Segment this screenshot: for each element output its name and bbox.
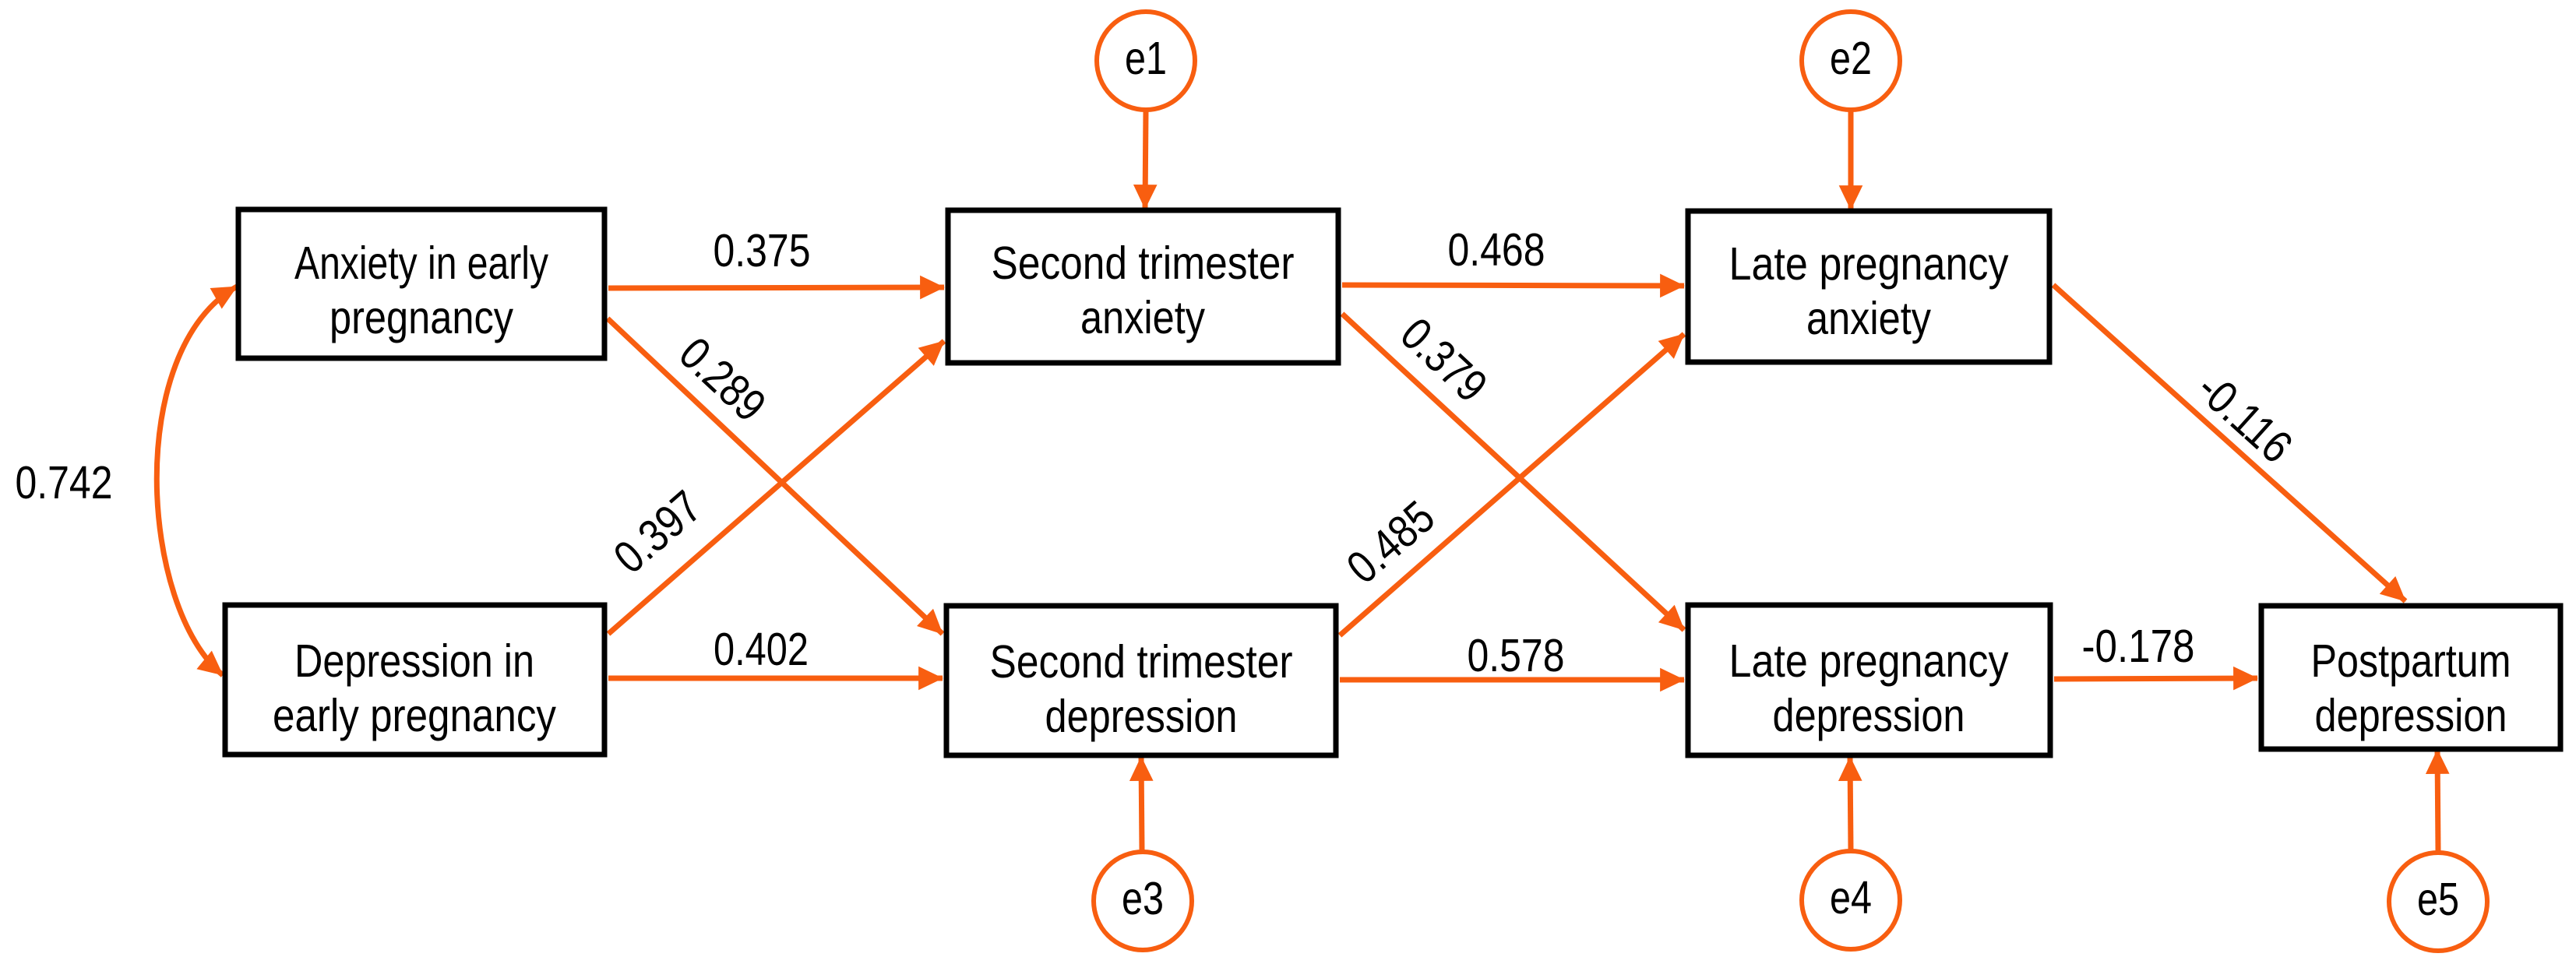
svg-text:0.379: 0.379 [1390,308,1496,413]
svg-text:early pregnancy: early pregnancy [273,690,556,741]
svg-text:depression: depression [1045,691,1238,742]
svg-text:Late pregnancy: Late pregnancy [1729,635,2009,687]
svg-text:e5: e5 [2417,874,2459,925]
svg-text:Depression in: Depression in [294,635,534,687]
svg-text:0.402: 0.402 [714,624,809,675]
svg-text:e1: e1 [1125,33,1167,84]
svg-text:e2: e2 [1830,33,1872,84]
svg-text:0.289: 0.289 [669,328,775,432]
svg-text:0.578: 0.578 [1468,630,1565,681]
svg-text:0.397: 0.397 [604,480,712,583]
svg-text:Anxiety in early: Anxiety in early [294,237,548,289]
svg-text:Second trimester: Second trimester [990,636,1293,688]
svg-text:e3: e3 [1122,873,1164,924]
svg-text:0.485: 0.485 [1337,491,1445,593]
svg-text:anxiety: anxiety [1806,293,1931,344]
svg-text:0.742: 0.742 [16,457,113,508]
svg-text:Second trimester: Second trimester [992,237,1295,289]
svg-text:Late pregnancy: Late pregnancy [1729,238,2009,290]
svg-text:anxiety: anxiety [1080,292,1205,343]
svg-text:Postpartum: Postpartum [2311,635,2511,687]
svg-text:0.468: 0.468 [1448,224,1545,276]
svg-text:depression: depression [2315,690,2507,741]
svg-text:-0.178: -0.178 [2082,621,2195,672]
svg-text:pregnancy: pregnancy [329,292,513,343]
svg-text:0.375: 0.375 [714,225,811,276]
svg-text:e4: e4 [1830,872,1872,924]
svg-text:depression: depression [1773,690,1965,741]
